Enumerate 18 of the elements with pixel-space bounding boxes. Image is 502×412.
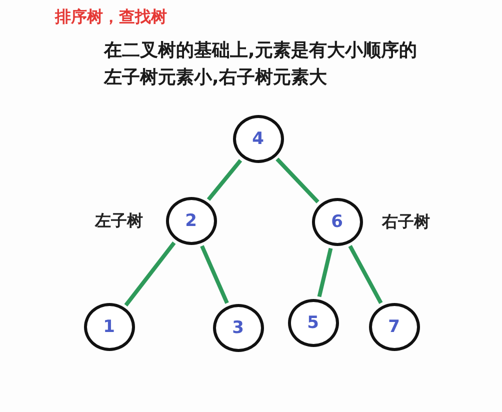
subtree-label: 右子树 (382, 213, 430, 231)
circle-node: 3 (212, 304, 264, 352)
description-text: 在二叉树的基础上,元素是有大小顺序的 (104, 41, 417, 61)
circle-node: 4 (232, 115, 284, 163)
edge-line (317, 248, 333, 298)
subtree-label: 左子树 (95, 212, 143, 230)
edge-line (276, 158, 320, 204)
edge-line (200, 245, 229, 304)
circle-node: 7 (368, 303, 420, 351)
edge-line (206, 159, 242, 201)
circle-node: 1 (84, 303, 134, 351)
circle-node: 5 (288, 299, 338, 347)
edge-line (348, 245, 383, 304)
description-text: 左子树元素小,右子树元素大 (104, 68, 327, 88)
edge-line (124, 242, 176, 306)
circle-node: 6 (312, 198, 362, 246)
circle-node: 2 (166, 197, 216, 245)
title: 排序树，查找树 (55, 8, 167, 26)
